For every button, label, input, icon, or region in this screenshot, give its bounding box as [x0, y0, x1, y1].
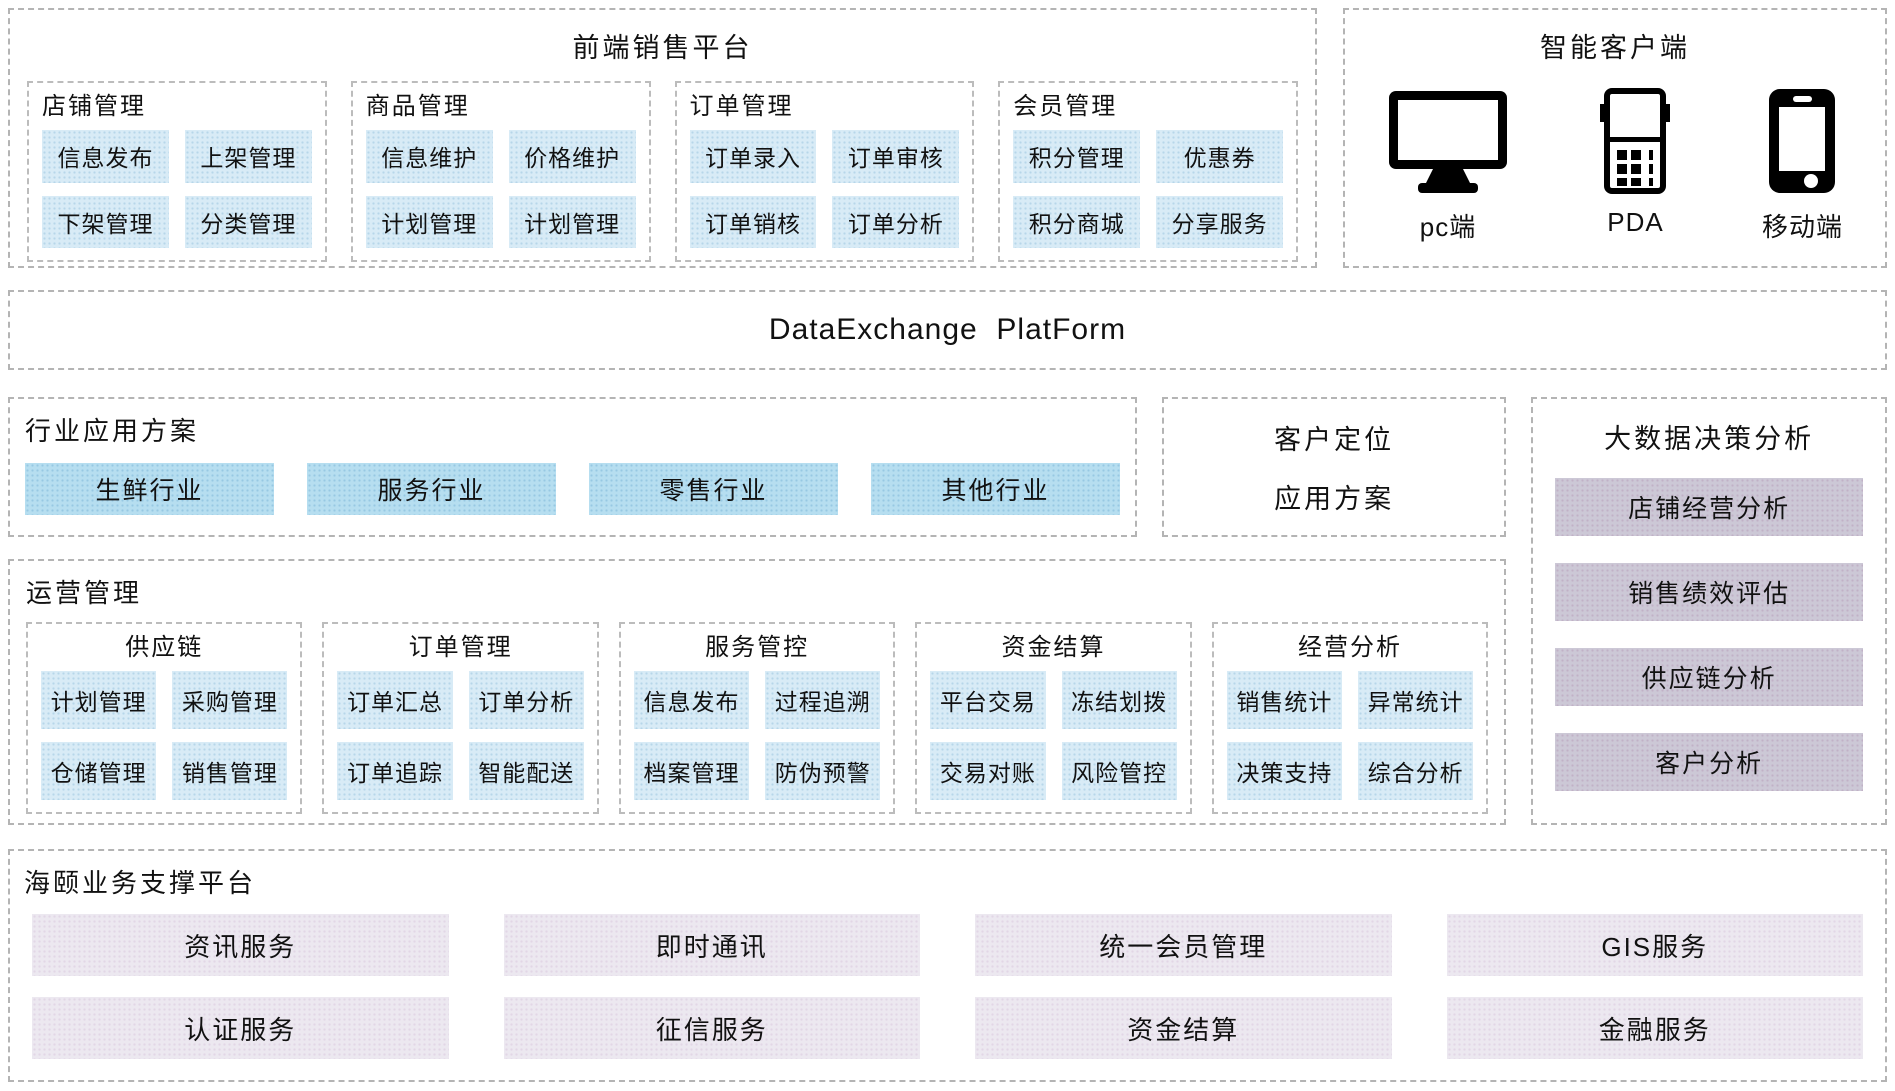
- front-sales-platform-panel: 前端销售平台 店铺管理 信息发布 上架管理 下架管理 分类管理 商品管理 信息维…: [8, 8, 1317, 268]
- feature-chip: 冻结划拨: [1061, 671, 1177, 729]
- feature-chip: 积分管理: [1013, 130, 1141, 183]
- industry-solutions-panel: 行业应用方案 生鲜行业 服务行业 零售行业 其他行业: [8, 397, 1137, 537]
- module-order-management-ops: 订单管理 订单汇总 订单分析 订单追踪 智能配送: [322, 622, 599, 814]
- analysis-item: 客户分析: [1555, 733, 1863, 791]
- feature-chip: 采购管理: [172, 671, 288, 729]
- analysis-item: 店铺经营分析: [1555, 478, 1863, 536]
- module-title: 资金结算: [1001, 634, 1106, 661]
- big-data-title: 大数据决策分析: [1604, 424, 1815, 454]
- support-platform-panel: 海颐业务支撑平台 资讯服务 即时通讯 统一会员管理 GIS服务 认证服务 征信服…: [8, 849, 1887, 1082]
- feature-chip: 过程追溯: [765, 671, 881, 729]
- feature-chip: 防伪预警: [765, 742, 881, 800]
- feature-chip: 综合分析: [1357, 742, 1474, 800]
- feature-chip: 销售统计: [1226, 671, 1342, 729]
- industry-solutions-title: 行业应用方案: [25, 416, 200, 446]
- customer-positioning-line2: 应用方案: [1274, 484, 1395, 514]
- industry-item: 其他行业: [871, 463, 1120, 515]
- feature-chip: 交易对账: [930, 742, 1046, 800]
- industry-item: 生鲜行业: [25, 463, 274, 515]
- device-pda: PDA: [1598, 87, 1672, 244]
- service-item: 认证服务: [32, 997, 449, 1059]
- device-label: pc端: [1419, 212, 1477, 242]
- module-title: 订单管理: [408, 634, 513, 661]
- smart-client-panel: 智能客户端 pc端: [1343, 8, 1887, 268]
- service-item: 金融服务: [1446, 997, 1863, 1059]
- module-member-management: 会员管理 积分管理 优惠券 积分商城 分享服务: [998, 81, 1298, 262]
- module-title: 服务管控: [705, 634, 810, 661]
- feature-chip: 计划管理: [508, 195, 636, 248]
- module-title: 会员管理: [1013, 93, 1118, 120]
- service-item: 资讯服务: [32, 914, 449, 976]
- module-title: 经营分析: [1297, 634, 1402, 661]
- smartphone-icon: [1767, 87, 1837, 195]
- pda-icon: [1598, 87, 1672, 195]
- module-funds-settlement: 资金结算 平台交易 冻结划拨 交易对账 风险管控: [915, 622, 1192, 814]
- operations-title: 运营管理: [26, 578, 143, 608]
- feature-chip: 计划管理: [41, 671, 157, 729]
- analysis-item: 供应链分析: [1555, 648, 1863, 706]
- front-sales-platform-title: 前端销售平台: [572, 33, 753, 63]
- module-order-management: 订单管理 订单录入 订单审核 订单销核 订单分析: [674, 81, 975, 262]
- device-pc: pc端: [1387, 87, 1509, 244]
- feature-chip: 积分商城: [1013, 195, 1141, 248]
- feature-chip: 档案管理: [633, 742, 750, 800]
- feature-chip: 订单汇总: [337, 671, 453, 729]
- support-platform-title: 海颐业务支撑平台: [24, 868, 257, 898]
- module-title: 订单管理: [689, 93, 794, 120]
- industry-item: 服务行业: [307, 463, 556, 515]
- feature-chip: 信息发布: [42, 130, 169, 183]
- service-item: 即时通讯: [503, 914, 920, 976]
- service-item: 征信服务: [503, 997, 920, 1059]
- feature-chip: 分享服务: [1156, 195, 1283, 248]
- feature-chip: 仓储管理: [41, 742, 157, 800]
- feature-chip: 价格维护: [508, 130, 636, 183]
- customer-positioning-panel: 客户定位 应用方案: [1162, 397, 1507, 537]
- feature-chip: 销售管理: [172, 742, 288, 800]
- service-item: 资金结算: [975, 997, 1392, 1059]
- feature-chip: 订单录入: [689, 130, 817, 183]
- smart-client-title: 智能客户端: [1540, 33, 1690, 63]
- feature-chip: 计划管理: [365, 195, 493, 248]
- feature-chip: 智能配送: [468, 742, 584, 800]
- feature-chip: 订单销核: [689, 195, 817, 248]
- front-modules: 店铺管理 信息发布 上架管理 下架管理 分类管理 商品管理 信息维护 价格维护 …: [10, 81, 1315, 262]
- module-title: 店铺管理: [42, 93, 146, 120]
- service-item: 统一会员管理: [975, 914, 1392, 976]
- module-service-control: 服务管控 信息发布 过程追溯 档案管理 防伪预警: [618, 622, 896, 814]
- feature-chip: 订单审核: [832, 130, 960, 183]
- module-business-analysis: 经营分析 销售统计 异常统计 决策支持 综合分析: [1211, 622, 1489, 814]
- device-label: PDA: [1607, 207, 1664, 237]
- analysis-item: 销售绩效评估: [1555, 563, 1863, 621]
- desktop-monitor-icon: [1387, 87, 1509, 195]
- feature-chip: 风险管控: [1061, 742, 1177, 800]
- feature-chip: 信息维护: [365, 130, 493, 183]
- feature-chip: 平台交易: [930, 671, 1046, 729]
- data-exchange-platform-band: DataExchange PlatForm: [8, 290, 1887, 370]
- service-item: GIS服务: [1446, 914, 1863, 976]
- module-title: 供应链: [125, 634, 204, 661]
- module-store-management: 店铺管理 信息发布 上架管理 下架管理 分类管理: [27, 81, 327, 262]
- top-row: 前端销售平台 店铺管理 信息发布 上架管理 下架管理 分类管理 商品管理 信息维…: [8, 8, 1887, 268]
- feature-chip: 订单分析: [468, 671, 584, 729]
- feature-chip: 异常统计: [1357, 671, 1474, 729]
- big-data-analysis-panel: 大数据决策分析 店铺经营分析 销售绩效评估 供应链分析 客户分析: [1531, 397, 1887, 825]
- feature-chip: 订单追踪: [337, 742, 453, 800]
- industry-item: 零售行业: [589, 463, 838, 515]
- device-mobile: 移动端: [1762, 87, 1843, 244]
- feature-chip: 信息发布: [633, 671, 750, 729]
- customer-positioning-line1: 客户定位: [1274, 425, 1395, 455]
- feature-chip: 下架管理: [42, 195, 169, 248]
- device-label: 移动端: [1761, 212, 1843, 242]
- feature-chip: 订单分析: [832, 195, 960, 248]
- feature-chip: 决策支持: [1226, 742, 1342, 800]
- module-supply-chain: 供应链 计划管理 采购管理 仓储管理 销售管理: [26, 622, 303, 814]
- module-product-management: 商品管理 信息维护 价格维护 计划管理 计划管理: [350, 81, 651, 262]
- data-exchange-title: DataExchange PlatForm: [768, 313, 1127, 346]
- feature-chip: 上架管理: [184, 130, 312, 183]
- feature-chip: 优惠券: [1156, 130, 1283, 183]
- operations-management-panel: 运营管理 供应链 计划管理 采购管理 仓储管理 销售管理 订单管理: [8, 559, 1507, 825]
- middle-section: 行业应用方案 生鲜行业 服务行业 零售行业 其他行业 客户定位 应用方案 运营管…: [8, 397, 1887, 825]
- feature-chip: 分类管理: [184, 195, 312, 248]
- module-title: 商品管理: [365, 93, 470, 120]
